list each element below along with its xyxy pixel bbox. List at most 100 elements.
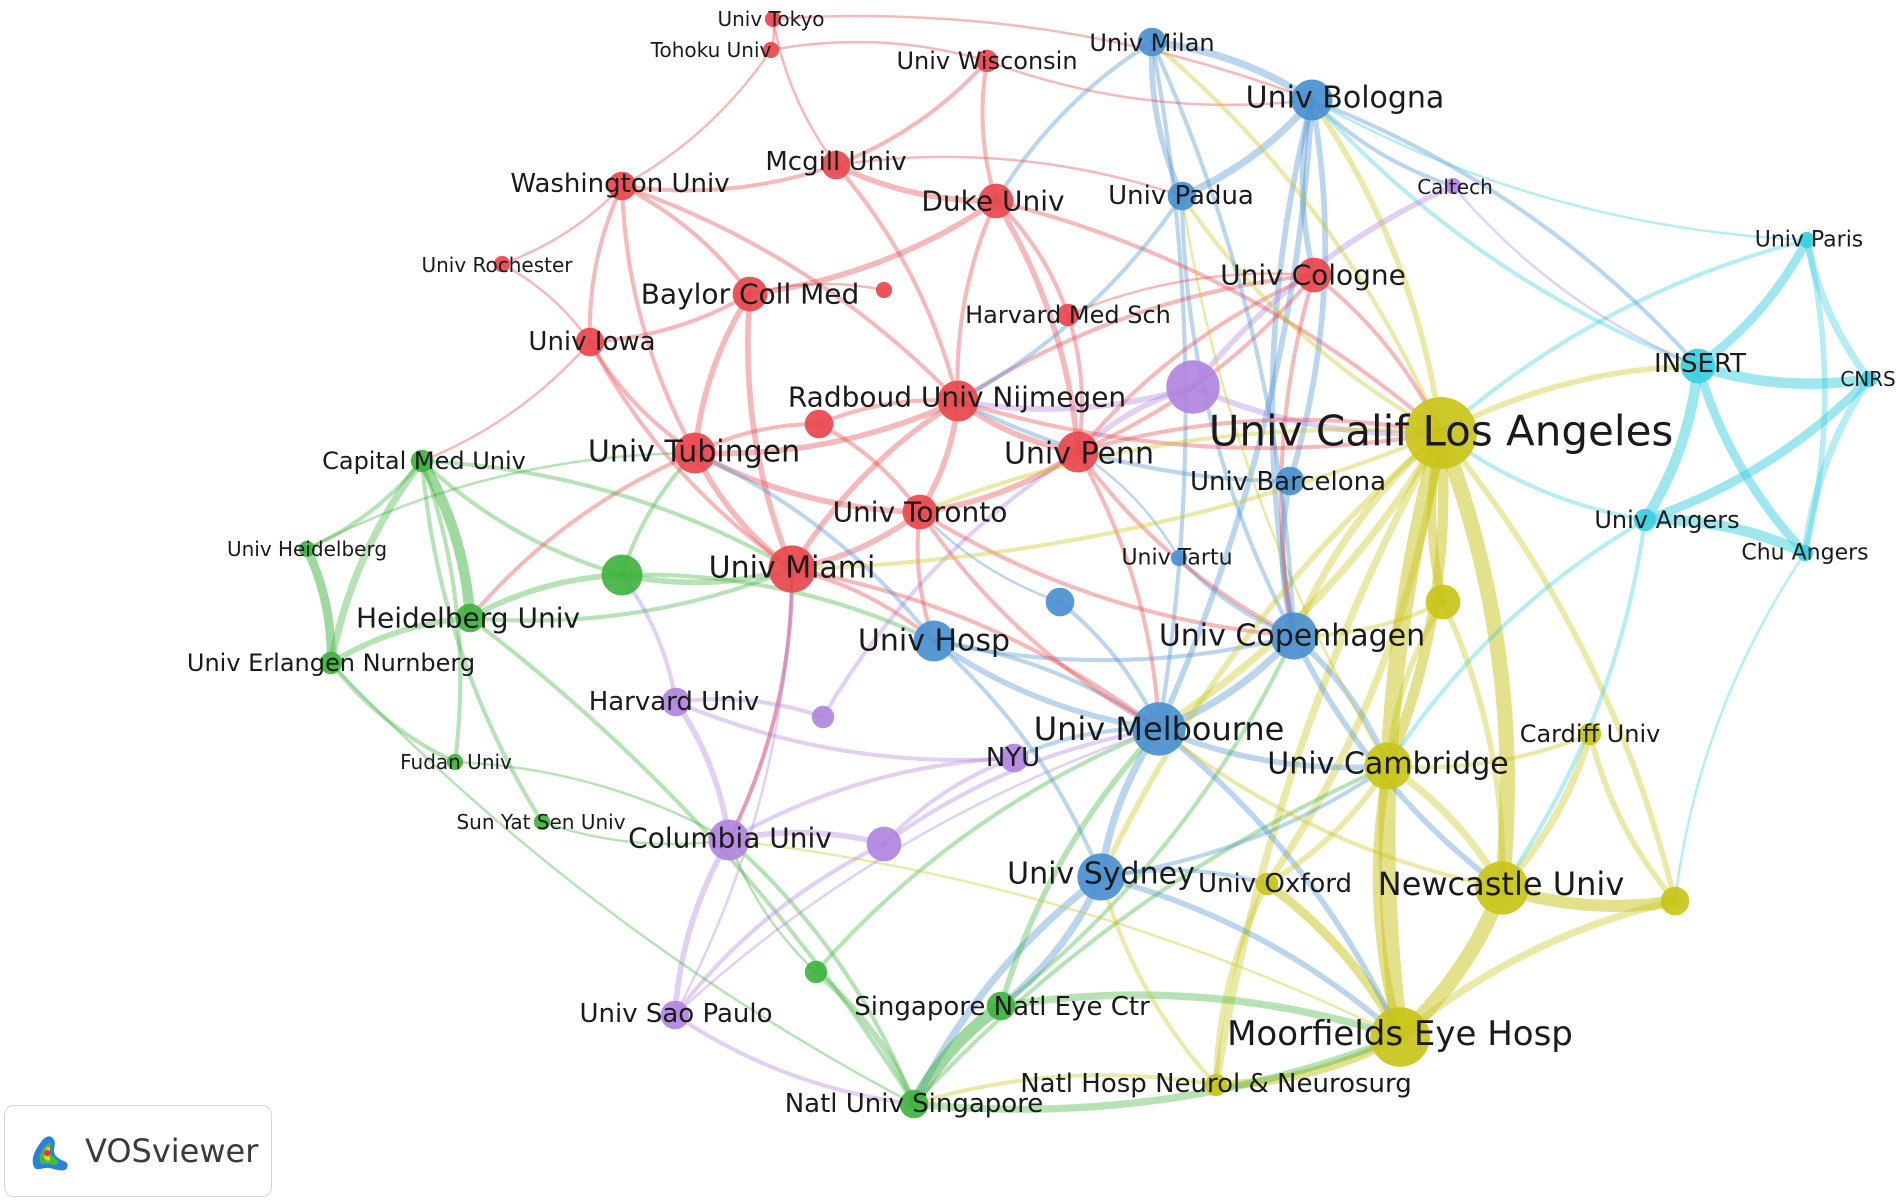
link-y_right-cardiff (1587, 731, 1678, 904)
node-tartu[interactable] (1170, 549, 1188, 567)
node-sunyatsen[interactable] (533, 813, 551, 831)
node-cnrs[interactable] (1860, 370, 1878, 388)
node-milan[interactable] (1137, 27, 1167, 57)
link-columbia-harvard (673, 699, 732, 843)
node-ucla[interactable] (1405, 397, 1477, 469)
node-harvard[interactable] (661, 687, 691, 717)
link-ucla-toronto (917, 427, 1444, 515)
link-tubingen-toronto (692, 450, 923, 515)
label-sydney: Univ Sydney (1007, 857, 1195, 892)
node-iowa[interactable] (575, 327, 605, 357)
link-heidelberg_u-tubingen (305, 451, 697, 551)
node-p_big[interactable] (1166, 360, 1220, 414)
node-natlhosp[interactable] (1204, 1073, 1228, 1097)
link-ucla-oxford (1263, 429, 1445, 888)
node-columbia[interactable] (708, 819, 750, 861)
label-moorfields: Moorfields Eye Hosp (1227, 1014, 1573, 1054)
node-hosp[interactable] (913, 620, 955, 662)
node-p_mid[interactable] (866, 826, 902, 862)
link-columbia-saopaulo (672, 837, 732, 1018)
node-tohoku[interactable] (762, 41, 780, 59)
node-tubingen[interactable] (674, 432, 716, 474)
link-paris-ucla (1438, 237, 1810, 436)
node-duke[interactable] (978, 183, 1014, 219)
node-erlangen[interactable] (319, 651, 343, 675)
node-singeye[interactable] (986, 991, 1016, 1021)
label-mcgill: Mcgill Univ (765, 147, 906, 177)
link-wisconsin-bologna (985, 59, 1314, 107)
vosviewer-badge: VOSviewer (4, 1105, 272, 1197)
node-penn[interactable] (1057, 431, 1099, 473)
node-heidelberg[interactable] (455, 603, 485, 633)
label-copenhagen: Univ Copenhagen (1159, 619, 1425, 654)
node-radboud[interactable] (937, 380, 979, 422)
link-saopaulo-p_mid (672, 841, 887, 1018)
node-insert[interactable] (1680, 348, 1716, 384)
label-nus: Natl Univ Singapore (785, 1089, 1044, 1119)
label-singeye: Singapore Natl Eye Ctr (854, 992, 1150, 1022)
node-cologne[interactable] (1296, 257, 1332, 293)
node-bologna[interactable] (1291, 79, 1333, 121)
node-y_mid[interactable] (1425, 584, 1461, 620)
node-heidelberg_u[interactable] (298, 540, 316, 558)
label-erlangen: Univ Erlangen Nurnberg (187, 649, 475, 677)
node-copenhagen[interactable] (1270, 612, 1318, 660)
label-radboud: Radboud Univ Nijmegen (788, 381, 1126, 414)
vosviewer-logo-icon (32, 1136, 68, 1171)
link-radboud-tubingen (692, 398, 961, 457)
node-newcastle[interactable] (1475, 861, 1529, 915)
node-chuangers[interactable] (1796, 544, 1814, 562)
node-nus[interactable] (899, 1089, 929, 1119)
link-natlhosp-nus (911, 1073, 1219, 1107)
node-r_mid[interactable] (804, 409, 834, 439)
node-miami[interactable] (768, 545, 816, 593)
node-cambridge[interactable] (1364, 742, 1412, 790)
node-padua[interactable] (1167, 181, 1197, 211)
node-sydney[interactable] (1077, 853, 1125, 901)
label-insert: INSERT (1654, 349, 1746, 379)
node-caltech[interactable] (1444, 177, 1462, 195)
node-cardiff[interactable] (1578, 722, 1602, 746)
link-sydney-singeye (997, 873, 1105, 1010)
link-heidelberg_u-capital (304, 458, 425, 552)
node-nyu[interactable] (999, 743, 1029, 773)
node-toronto[interactable] (902, 494, 938, 530)
node-tokyo[interactable] (764, 10, 782, 28)
node-angers[interactable] (1633, 508, 1657, 532)
node-rochester[interactable] (493, 255, 511, 273)
link-bologna-insert (1309, 97, 1701, 369)
node-y_right[interactable] (1660, 886, 1690, 916)
link-melbourne-hosp (931, 638, 1162, 732)
label-paris: Univ Paris (1755, 228, 1864, 253)
node-capital[interactable] (410, 449, 434, 473)
node-baylor[interactable] (732, 276, 768, 312)
node-washington[interactable] (607, 171, 637, 201)
node-b_small[interactable] (1045, 587, 1075, 617)
link-hosp-melbourne (931, 638, 1162, 732)
node-fudan[interactable] (446, 753, 464, 771)
node-g_small[interactable] (804, 960, 828, 984)
link-sydney-cambridge (1098, 763, 1391, 880)
link-baylor-duke (747, 198, 999, 297)
link-milan-padua (1148, 39, 1185, 199)
node-moorfields[interactable] (1370, 1007, 1430, 1067)
node-harvardmed[interactable] (1056, 303, 1080, 327)
link-penn-toronto (917, 449, 1081, 515)
node-mcgill[interactable] (821, 150, 851, 180)
link-tohoku-washington (620, 48, 773, 188)
node-paris[interactable] (1798, 231, 1816, 249)
node-wisconsin[interactable] (975, 49, 999, 73)
link-paris-bologna (1310, 98, 1809, 242)
node-oxford[interactable] (1255, 872, 1279, 896)
node-barcelona[interactable] (1275, 466, 1305, 496)
link-heidelberg_u-erlangen (302, 544, 336, 668)
label-rochester: Univ Rochester (421, 253, 573, 277)
link-ucla-padua (1179, 193, 1444, 436)
link-columbia-miami (726, 566, 795, 843)
node-g_mid[interactable] (601, 554, 643, 596)
node-melbourne[interactable] (1132, 702, 1186, 756)
node-r_small[interactable] (875, 281, 893, 299)
node-saopaulo[interactable] (660, 1000, 690, 1030)
link-saopaulo-melbourne (673, 727, 1161, 1017)
node-p_small[interactable] (811, 705, 835, 729)
